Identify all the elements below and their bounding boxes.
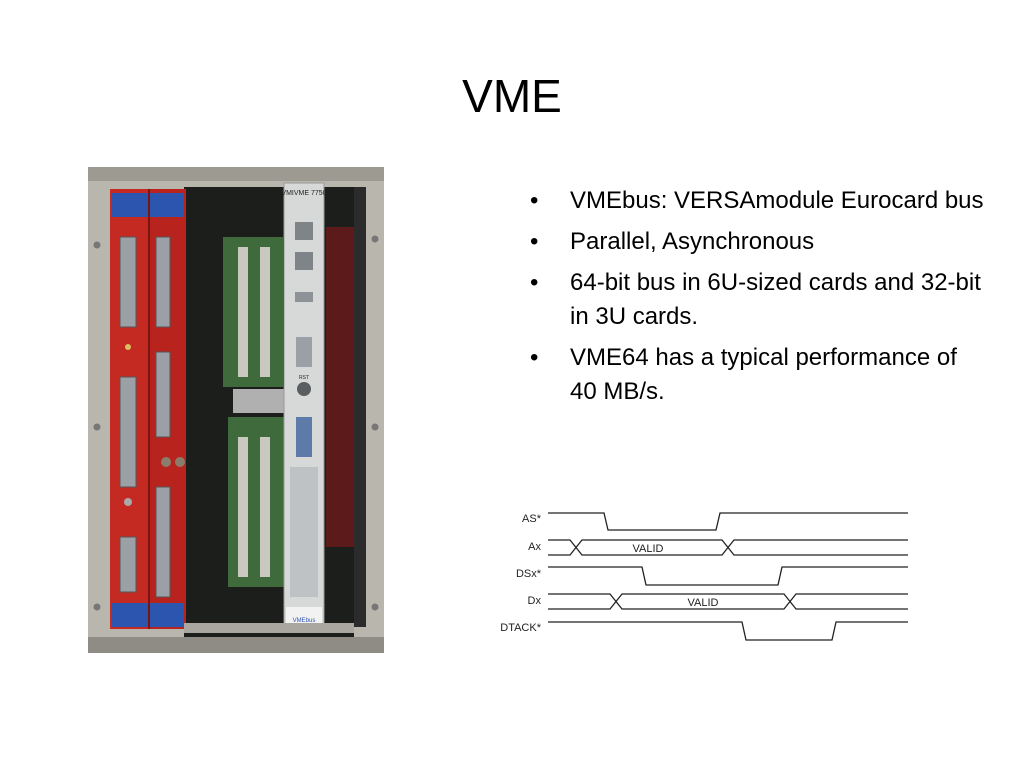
signal-label-dx: Dx xyxy=(528,595,542,607)
bullet-text: Parallel, Asynchronous xyxy=(570,228,815,255)
signal-label-ax: Ax xyxy=(528,541,541,553)
bullet-item: • 64-bit bus in 6U-sized cards and 32-bi… xyxy=(530,266,990,334)
timing-diagram: AS* Ax DSx* Dx DTACK* VALID VALID xyxy=(500,512,908,641)
bullet-item: • VMEbus: VERSAmodule Eurocard bus xyxy=(530,184,990,218)
bullet-text: VME64 has a typical performance of 40 MB… xyxy=(570,344,957,405)
ax-valid-label: VALID xyxy=(633,543,664,555)
vmebus-logo: VMEbus xyxy=(293,618,316,624)
slide-title: VME xyxy=(462,70,562,122)
bullet-text: 64-bit bus in 6U-sized cards and 32-bit … xyxy=(570,269,981,330)
bullet-item: • VME64 has a typical performance of 40 … xyxy=(530,341,990,409)
bullet-marker: • xyxy=(530,344,539,371)
signal-label-as: AS* xyxy=(522,513,542,525)
bullet-list: • VMEbus: VERSAmodule Eurocard bus • Par… xyxy=(530,184,990,416)
bullet-text: VMEbus: VERSAmodule Eurocard bus xyxy=(570,187,984,214)
signal-label-dsx: DSx* xyxy=(516,568,542,580)
bullet-marker: • xyxy=(530,228,539,255)
bullet-marker: • xyxy=(530,187,539,214)
signal-label-dtack: DTACK* xyxy=(500,622,541,634)
bullet-item: • Parallel, Asynchronous xyxy=(530,225,990,259)
vme-crate-photo: VMIVME 7750 RST VMEbus xyxy=(88,167,384,653)
dx-valid-label: VALID xyxy=(688,597,719,609)
rst-label: RST xyxy=(299,375,309,381)
card-model-label: VMIVME 7750 xyxy=(281,190,326,197)
bullet-marker: • xyxy=(530,269,539,296)
